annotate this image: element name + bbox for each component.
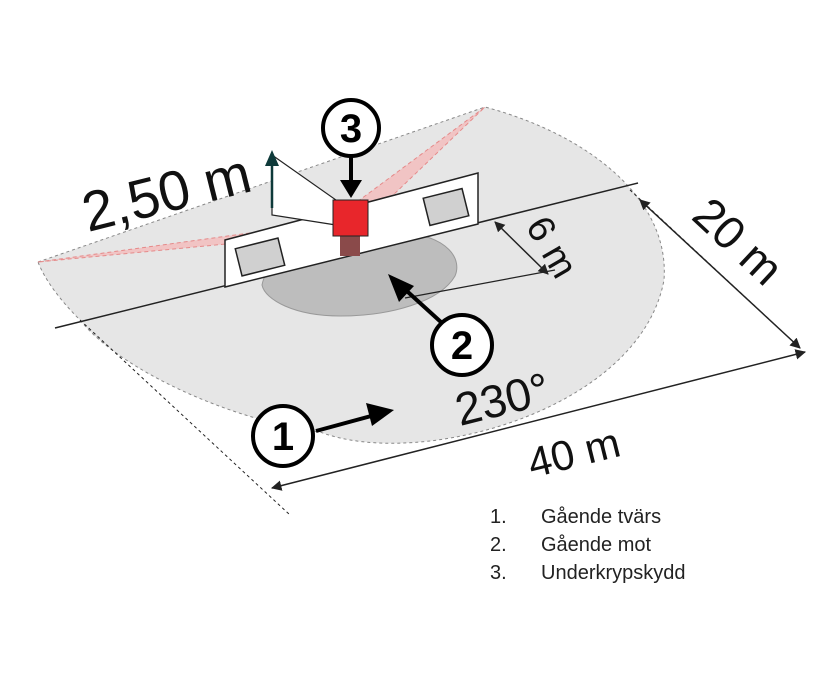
callout-1-number: 1 <box>272 415 294 459</box>
callout-1-circle <box>251 404 315 468</box>
legend-item-text: Gående mot <box>541 534 652 556</box>
callout-1-arrowhead-icon <box>366 403 394 426</box>
callout-2: 2 <box>388 274 494 377</box>
side-dimension-line <box>639 199 801 349</box>
width-dimension-line <box>270 349 807 491</box>
legend-item-number: 1. <box>490 506 507 528</box>
legend-item: 1. Gående tvärs <box>490 503 686 531</box>
sensor-stem <box>340 234 360 256</box>
width-label: 40 m <box>523 419 625 487</box>
door-window-right <box>422 187 470 227</box>
callout-3-number: 3 <box>340 107 362 151</box>
legend-item-number: 3. <box>490 562 507 584</box>
height-arrow-icon <box>265 150 279 166</box>
legend-item-number: 2. <box>490 534 507 556</box>
legend-item: 3. Underkrypskydd <box>490 559 686 587</box>
callout-3: 3 <box>321 98 381 198</box>
legend-list: 1. Gående tvärs 2. Gående mot 3. Underkryps… <box>490 503 686 587</box>
callout-3-arrowhead-icon <box>340 180 362 198</box>
depth-extension-line <box>404 269 556 299</box>
side-label: 20 m <box>683 187 793 295</box>
depth-dimension-line <box>494 221 549 275</box>
callout-2-circle <box>430 313 494 377</box>
callout-2-number: 2 <box>451 324 473 368</box>
legend-item-text: Gående tvärs <box>541 506 662 528</box>
door-window-left <box>234 237 286 277</box>
legend-item-text: Underkrypskydd <box>541 562 686 584</box>
callout-1: 1 <box>251 403 394 468</box>
callout-2-arrowhead-icon <box>388 274 414 302</box>
sensor-icon <box>332 199 369 237</box>
legend-item: 2. Gående mot <box>490 531 686 559</box>
